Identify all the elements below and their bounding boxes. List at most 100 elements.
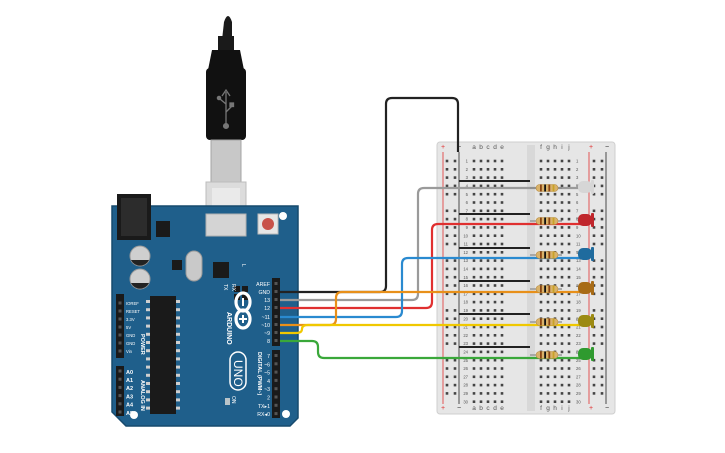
breadboard-hole[interactable] xyxy=(560,192,564,196)
breadboard-hole[interactable] xyxy=(472,342,476,345)
breadboard-hole[interactable] xyxy=(560,284,564,287)
breadboard-hole[interactable] xyxy=(539,400,543,403)
breadboard-hole[interactable] xyxy=(479,400,483,403)
breadboard-hole[interactable] xyxy=(546,383,550,387)
breadboard-hole[interactable] xyxy=(486,325,490,329)
breadboard-hole[interactable] xyxy=(539,234,543,237)
rail-hole[interactable] xyxy=(453,342,457,345)
breadboard-hole[interactable] xyxy=(560,292,564,296)
breadboard-hole[interactable] xyxy=(479,251,483,254)
rail-hole[interactable] xyxy=(453,226,457,229)
breadboard-hole[interactable] xyxy=(486,226,490,229)
breadboard-hole[interactable] xyxy=(486,383,490,387)
breadboard-hole[interactable] xyxy=(560,309,564,312)
rail-hole[interactable] xyxy=(445,375,449,379)
breadboard-hole[interactable] xyxy=(567,367,571,370)
breadboard-hole[interactable] xyxy=(479,259,483,262)
breadboard-hole[interactable] xyxy=(472,309,476,312)
breadboard-hole[interactable] xyxy=(486,176,490,179)
breadboard-hole[interactable] xyxy=(493,251,497,254)
rail-hole[interactable] xyxy=(600,159,604,163)
breadboard-hole[interactable] xyxy=(472,242,476,246)
rail-hole[interactable] xyxy=(453,284,457,287)
rail-hole[interactable] xyxy=(600,383,604,387)
rail-hole[interactable] xyxy=(600,267,604,271)
breadboard-hole[interactable] xyxy=(553,168,557,171)
breadboard-hole[interactable] xyxy=(493,383,497,387)
breadboard-hole[interactable] xyxy=(539,334,543,337)
pin-12-wire[interactable] xyxy=(280,222,586,310)
breadboard-hole[interactable] xyxy=(479,300,483,304)
rail-hole[interactable] xyxy=(592,192,596,196)
breadboard-hole[interactable] xyxy=(539,300,543,304)
rail-hole[interactable] xyxy=(453,292,457,296)
breadboard-hole[interactable] xyxy=(486,159,490,163)
breadboard-hole[interactable] xyxy=(560,242,564,246)
breadboard-hole[interactable] xyxy=(493,159,497,163)
breadboard-hole[interactable] xyxy=(486,375,490,379)
breadboard-hole[interactable] xyxy=(567,383,571,387)
breadboard-hole[interactable] xyxy=(486,242,490,246)
rail-hole[interactable] xyxy=(592,168,596,171)
header-pin[interactable] xyxy=(118,301,122,305)
rail-hole[interactable] xyxy=(592,234,596,237)
breadboard-hole[interactable] xyxy=(500,342,504,345)
header-pin[interactable] xyxy=(274,412,278,416)
breadboard-hole[interactable] xyxy=(472,267,476,271)
rail-hole[interactable] xyxy=(445,325,449,329)
rail-hole[interactable] xyxy=(445,168,449,171)
breadboard-hole[interactable] xyxy=(567,251,571,254)
rail-hole[interactable] xyxy=(453,325,457,329)
breadboard-hole[interactable] xyxy=(472,176,476,179)
breadboard-hole[interactable] xyxy=(546,392,550,395)
breadboard-hole[interactable] xyxy=(472,367,476,370)
breadboard-hole[interactable] xyxy=(567,176,571,179)
breadboard-hole[interactable] xyxy=(553,275,557,279)
header-pin[interactable] xyxy=(118,385,122,389)
breadboard-hole[interactable] xyxy=(479,358,483,362)
breadboard-hole[interactable] xyxy=(472,334,476,337)
breadboard-hole[interactable] xyxy=(493,201,497,204)
breadboard-hole[interactable] xyxy=(546,201,550,204)
breadboard-hole[interactable] xyxy=(493,400,497,403)
rail-hole[interactable] xyxy=(445,184,449,188)
header-pin[interactable] xyxy=(274,315,278,318)
breadboard-hole[interactable] xyxy=(553,325,557,329)
header-pin[interactable] xyxy=(118,369,122,373)
header-pin[interactable] xyxy=(274,323,278,326)
breadboard-hole[interactable] xyxy=(560,184,564,188)
breadboard-hole[interactable] xyxy=(500,383,504,387)
breadboard-hole[interactable] xyxy=(493,334,497,337)
breadboard-hole[interactable] xyxy=(493,350,497,354)
rail-hole[interactable] xyxy=(592,176,596,179)
breadboard-hole[interactable] xyxy=(479,267,483,271)
breadboard-hole[interactable] xyxy=(500,275,504,279)
rail-hole[interactable] xyxy=(445,259,449,262)
breadboard-hole[interactable] xyxy=(500,184,504,188)
breadboard-hole[interactable] xyxy=(546,358,550,362)
rail-hole[interactable] xyxy=(453,159,457,163)
breadboard-hole[interactable] xyxy=(567,350,571,354)
breadboard-hole[interactable] xyxy=(500,251,504,254)
breadboard-hole[interactable] xyxy=(567,192,571,196)
breadboard-hole[interactable] xyxy=(486,342,490,345)
breadboard-hole[interactable] xyxy=(486,358,490,362)
breadboard-hole[interactable] xyxy=(500,334,504,337)
breadboard-hole[interactable] xyxy=(479,184,483,188)
rail-hole[interactable] xyxy=(600,168,604,171)
breadboard-hole[interactable] xyxy=(493,284,497,287)
rail-hole[interactable] xyxy=(592,242,596,246)
rail-hole[interactable] xyxy=(600,292,604,296)
rail-hole[interactable] xyxy=(600,176,604,179)
breadboard-hole[interactable] xyxy=(539,242,543,246)
rail-hole[interactable] xyxy=(445,334,449,337)
breadboard-hole[interactable] xyxy=(553,375,557,379)
breadboard-hole[interactable] xyxy=(560,334,564,337)
rail-hole[interactable] xyxy=(445,226,449,229)
rail-hole[interactable] xyxy=(453,234,457,237)
header-pin[interactable] xyxy=(274,282,278,285)
breadboard-hole[interactable] xyxy=(560,275,564,279)
header-pin[interactable] xyxy=(274,387,278,391)
rail-hole[interactable] xyxy=(600,242,604,246)
breadboard-hole[interactable] xyxy=(567,275,571,279)
